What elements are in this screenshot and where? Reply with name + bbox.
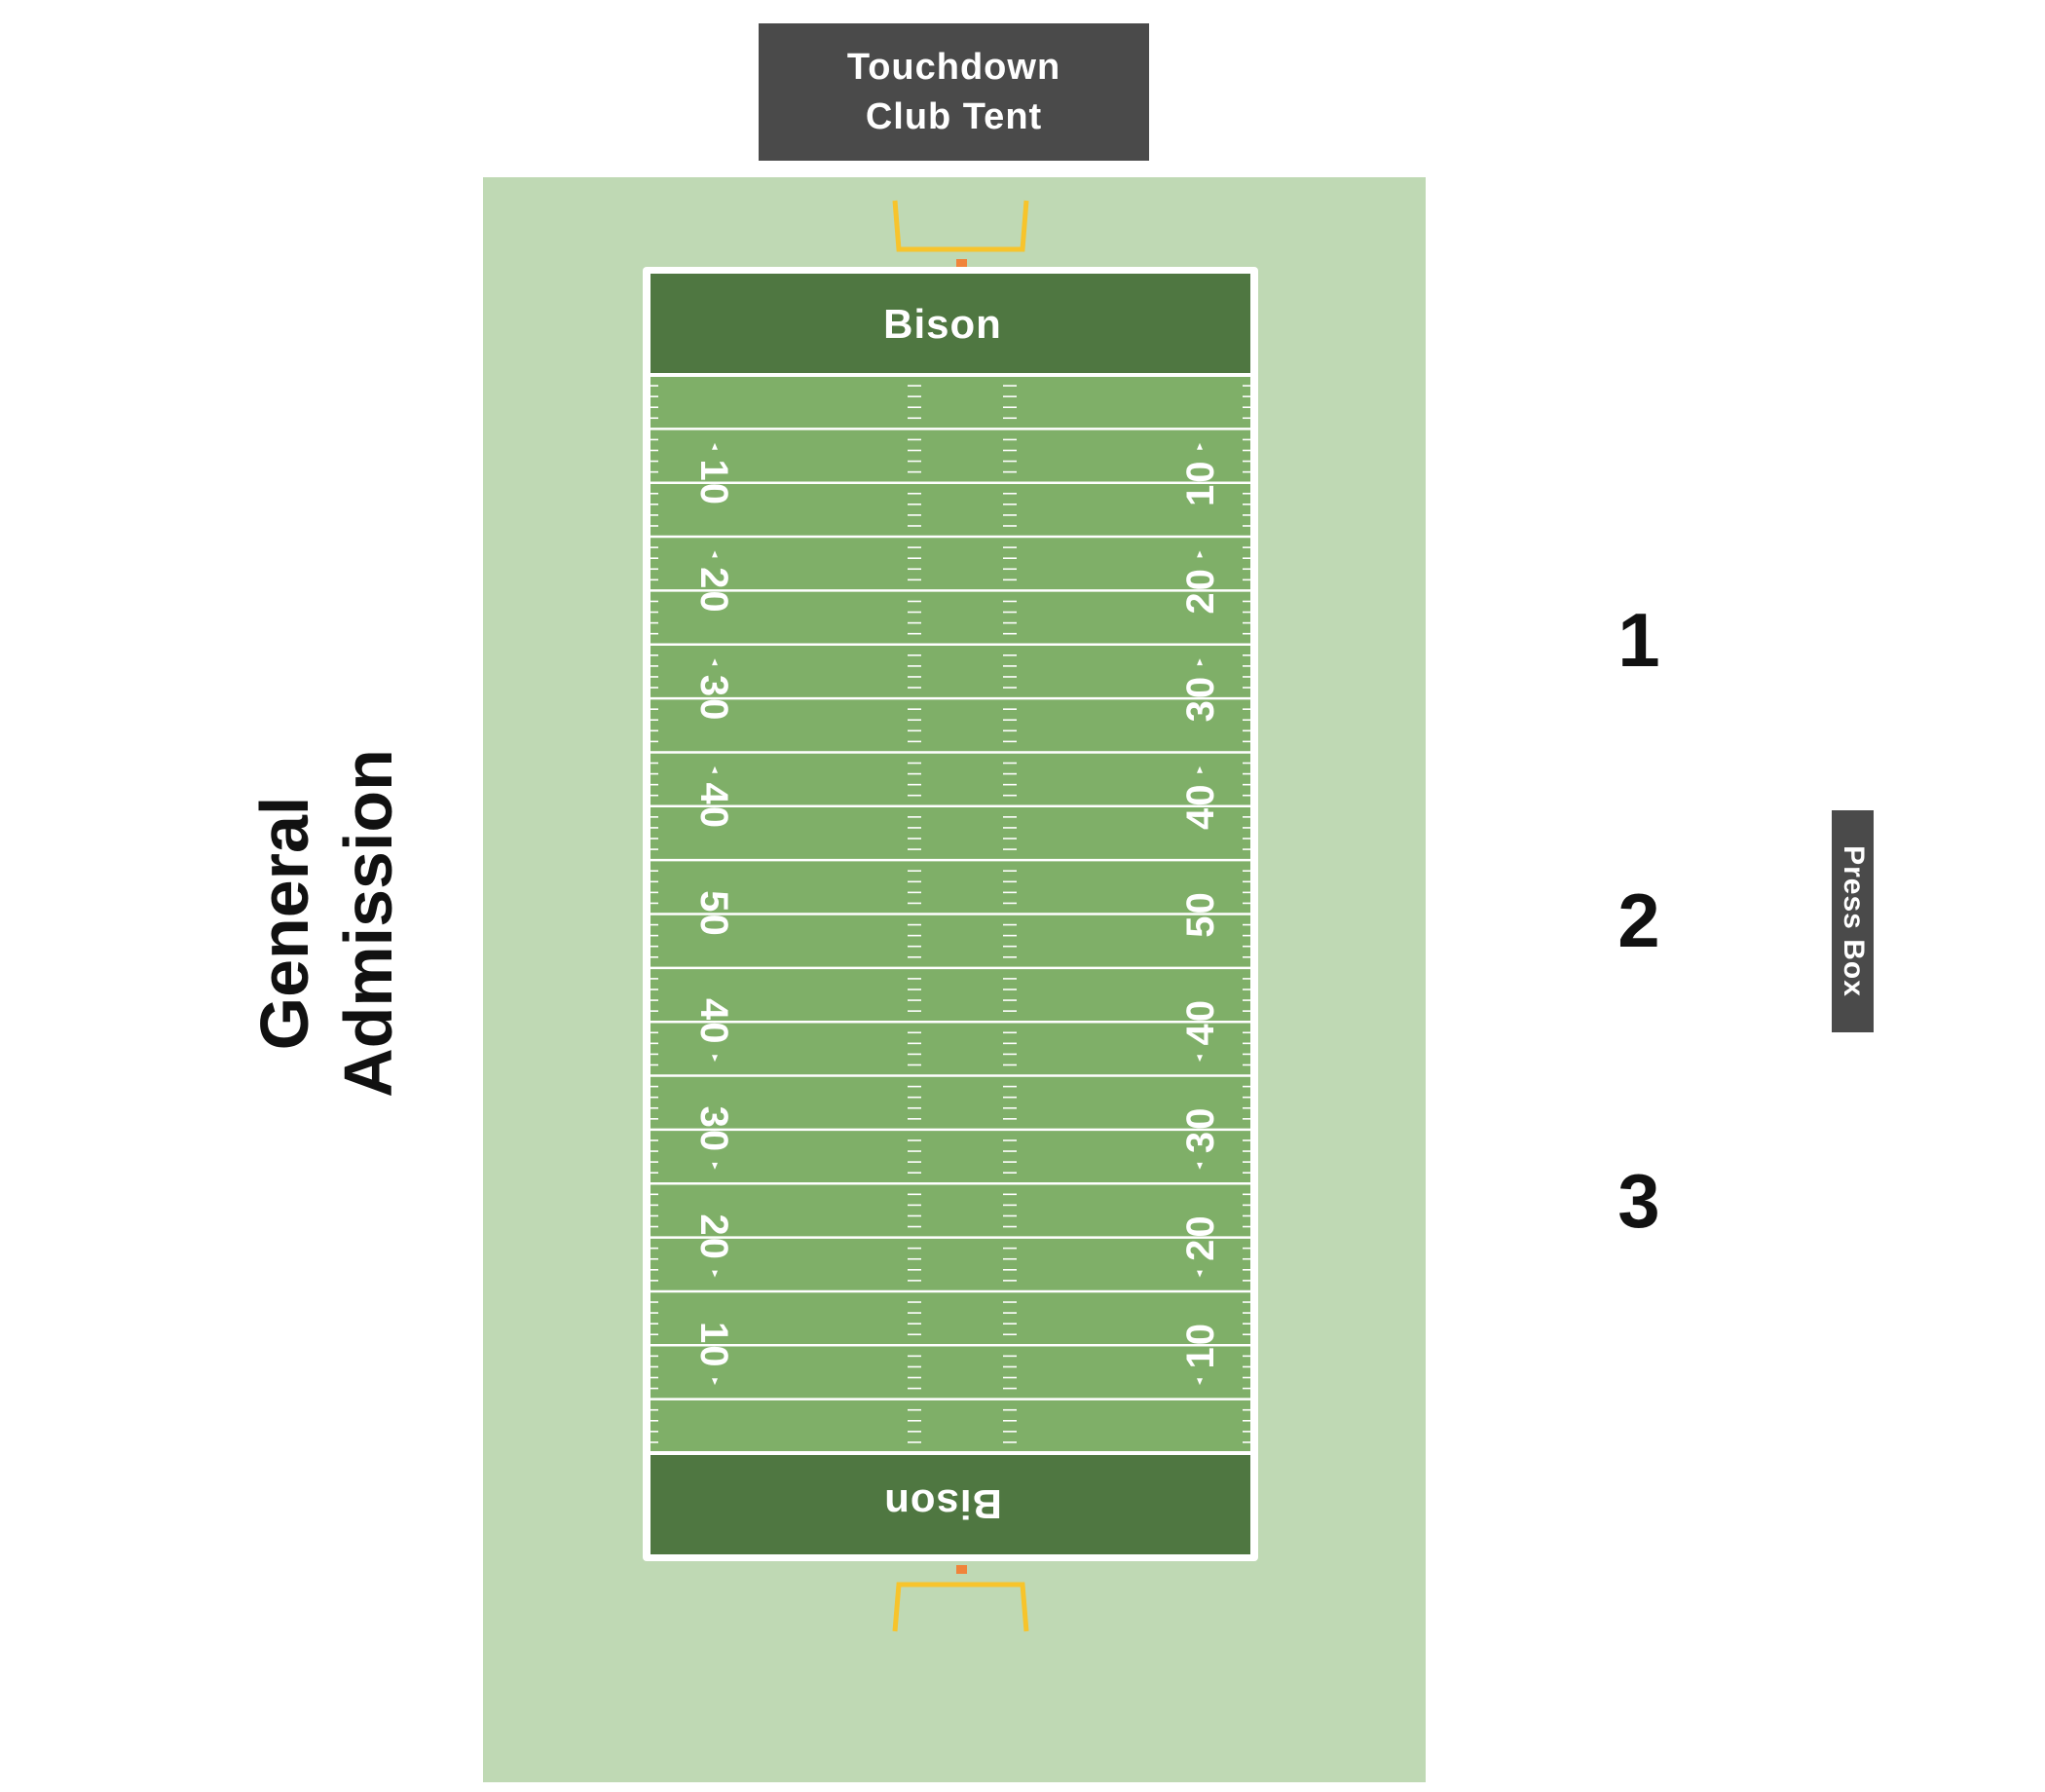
section-2[interactable]: 2 <box>1617 877 1660 963</box>
yard-direction-arrow <box>712 1162 718 1170</box>
yard-number-right: 10 <box>1179 1322 1222 1369</box>
yard-number-left: 30 <box>692 675 735 723</box>
yard-number-right: 40 <box>1179 998 1222 1046</box>
goalpost-bottom <box>892 1565 1029 1632</box>
yard-number-right: 10 <box>1179 459 1222 506</box>
yard-direction-arrow <box>712 442 718 450</box>
yard-number-left: 20 <box>692 567 735 615</box>
yard-direction-arrow <box>712 1270 718 1278</box>
endzone-bottom-label: Bison <box>883 1481 1002 1527</box>
yard-number-right: 20 <box>1179 1213 1222 1261</box>
endzone-top[interactable] <box>651 274 1250 375</box>
yard-direction-arrow <box>1197 765 1203 773</box>
yard-number-left: 10 <box>692 1322 735 1369</box>
yard-direction-arrow <box>1197 1162 1203 1170</box>
yard-direction-arrow <box>1197 1270 1203 1278</box>
section-3[interactable]: 3 <box>1617 1158 1660 1244</box>
yard-direction-arrow <box>1197 550 1203 558</box>
yard-direction-arrow <box>1197 442 1203 450</box>
club-tent-label-line-1: Touchdown <box>846 46 1061 88</box>
goalpost-bottom-base <box>956 1565 967 1574</box>
yard-direction-arrow <box>712 550 718 558</box>
yard-number-right: 30 <box>1179 675 1222 723</box>
endzone-top-label: Bison <box>883 301 1002 347</box>
yard-number-left: 40 <box>692 998 735 1046</box>
yard-direction-arrow <box>1197 658 1203 666</box>
yard-direction-arrow <box>712 658 718 666</box>
yard-direction-arrow <box>712 1055 718 1063</box>
press-box[interactable]: Press Box <box>1832 810 1874 1032</box>
yard-number-left: 20 <box>692 1213 735 1261</box>
club-tent-label-line-2: Club Tent <box>865 95 1043 137</box>
press-box-label: Press Box <box>1837 845 1870 997</box>
general-admission-line-1: General <box>246 796 322 1051</box>
yard-number-right: 40 <box>1179 783 1222 831</box>
yard-number-left: 30 <box>692 1106 735 1154</box>
goalpost-top-base <box>956 259 967 268</box>
yard-number-left: 50 <box>692 890 735 938</box>
yard-direction-arrow <box>712 1378 718 1386</box>
yard-number-left: 40 <box>692 783 735 831</box>
yard-lines <box>651 373 1250 1455</box>
yard-number-right: 50 <box>1179 890 1222 938</box>
section-1[interactable]: 1 <box>1617 597 1660 683</box>
general-admission-line-2: Admission <box>330 749 406 1098</box>
yard-numbers: 10 10 20 20 30 30 40 40 50 50 40 40 30 30 20 20 10 10 <box>692 442 1222 1386</box>
yard-number-left: 10 <box>692 459 735 506</box>
goalpost-top <box>892 200 1029 268</box>
yard-number-right: 20 <box>1179 567 1222 615</box>
touchdown-club-tent-section[interactable]: Touchdown Club Tent <box>759 23 1149 161</box>
yard-direction-arrow <box>1197 1378 1203 1386</box>
yard-number-right: 30 <box>1179 1106 1222 1154</box>
general-admission-section[interactable]: General Admission <box>242 690 410 1157</box>
endzone-bottom[interactable] <box>651 1453 1250 1554</box>
hash-marks <box>651 385 1250 1443</box>
yard-direction-arrow <box>712 765 718 773</box>
yard-direction-arrow <box>1197 1055 1203 1063</box>
